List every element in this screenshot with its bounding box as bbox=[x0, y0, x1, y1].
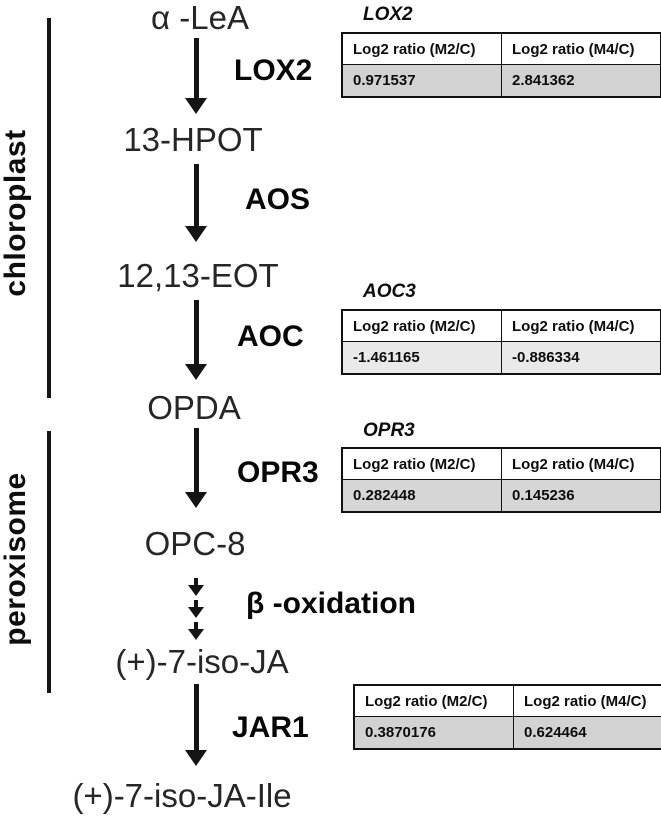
table-opr3-header-m4c: Log2 ratio (M4/C) bbox=[501, 447, 661, 480]
enzyme-jar1: JAR1 bbox=[232, 711, 309, 744]
enzyme-aos: AOS bbox=[245, 183, 311, 216]
table-aoc3-header-m2c: Log2 ratio (M2/C) bbox=[341, 309, 502, 342]
node-7-iso-ja: (+)-7-iso-JA bbox=[115, 643, 289, 680]
enzyme-lox2: LOX2 bbox=[234, 54, 313, 87]
table-lox2: Log2 ratio (M2/C) Log2 ratio (M4/C) 0.97… bbox=[341, 32, 661, 98]
table-opr3-value-m4c: 0.145236 bbox=[501, 479, 661, 513]
table-title-lox2: LOX2 bbox=[363, 4, 413, 25]
enzyme-beta-oxidation: β -oxidation bbox=[246, 587, 416, 620]
peroxisome-label: peroxisome bbox=[0, 472, 32, 646]
arrow-lox2-icon bbox=[185, 38, 207, 114]
node-13-hpot: 13-HPOT bbox=[123, 121, 263, 158]
table-aoc3: Log2 ratio (M2/C) Log2 ratio (M4/C) -1.4… bbox=[341, 309, 661, 375]
table-title-opr3: OPR3 bbox=[363, 420, 415, 441]
node-7-iso-ja-ile: (+)-7-iso-JA-Ile bbox=[72, 777, 292, 814]
table-jar1: Log2 ratio (M2/C) Log2 ratio (M4/C) 0.38… bbox=[353, 684, 661, 750]
node-opda: OPDA bbox=[147, 389, 241, 426]
enzyme-aoc: AOC bbox=[237, 320, 304, 353]
enzyme-opr3: OPR3 bbox=[237, 456, 319, 489]
node-alpha-lea: α -LeA bbox=[151, 0, 249, 36]
table-jar1-value-m4c: 0.624464 bbox=[513, 716, 661, 750]
table-aoc3-value-m4c: -0.886334 bbox=[501, 341, 661, 375]
table-jar1-header-m4c: Log2 ratio (M4/C) bbox=[513, 684, 661, 717]
table-opr3-value-m2c: 0.282448 bbox=[341, 479, 502, 513]
table-title-aoc3: AOC3 bbox=[363, 281, 416, 302]
table-jar1-header-m2c: Log2 ratio (M2/C) bbox=[353, 684, 514, 717]
table-opr3-header-m2c: Log2 ratio (M2/C) bbox=[341, 447, 502, 480]
table-lox2-header-m4c: Log2 ratio (M4/C) bbox=[501, 32, 661, 65]
arrow-aos-icon bbox=[185, 164, 207, 242]
arrow-opr3-icon bbox=[185, 428, 207, 508]
arrow-jar1-icon bbox=[185, 684, 207, 766]
node-opc-8: OPC-8 bbox=[144, 525, 246, 562]
table-jar1-value-m2c: 0.3870176 bbox=[353, 716, 514, 750]
table-lox2-value-m4c: 2.841362 bbox=[501, 64, 661, 98]
table-aoc3-header-m4c: Log2 ratio (M4/C) bbox=[501, 309, 661, 342]
chloroplast-bracket-line bbox=[47, 18, 51, 398]
table-opr3: Log2 ratio (M2/C) Log2 ratio (M4/C) 0.28… bbox=[341, 447, 661, 513]
arrow-beta-oxidation-dashed-icon bbox=[188, 578, 204, 640]
chloroplast-label: chloroplast bbox=[0, 129, 32, 297]
arrow-aoc-icon bbox=[185, 300, 207, 380]
peroxisome-bracket-line bbox=[47, 431, 51, 693]
table-lox2-value-m2c: 0.971537 bbox=[341, 64, 502, 98]
table-lox2-header-m2c: Log2 ratio (M2/C) bbox=[341, 32, 502, 65]
table-aoc3-value-m2c: -1.461165 bbox=[341, 341, 502, 375]
node-12-13-eot: 12,13-EOT bbox=[117, 257, 279, 294]
